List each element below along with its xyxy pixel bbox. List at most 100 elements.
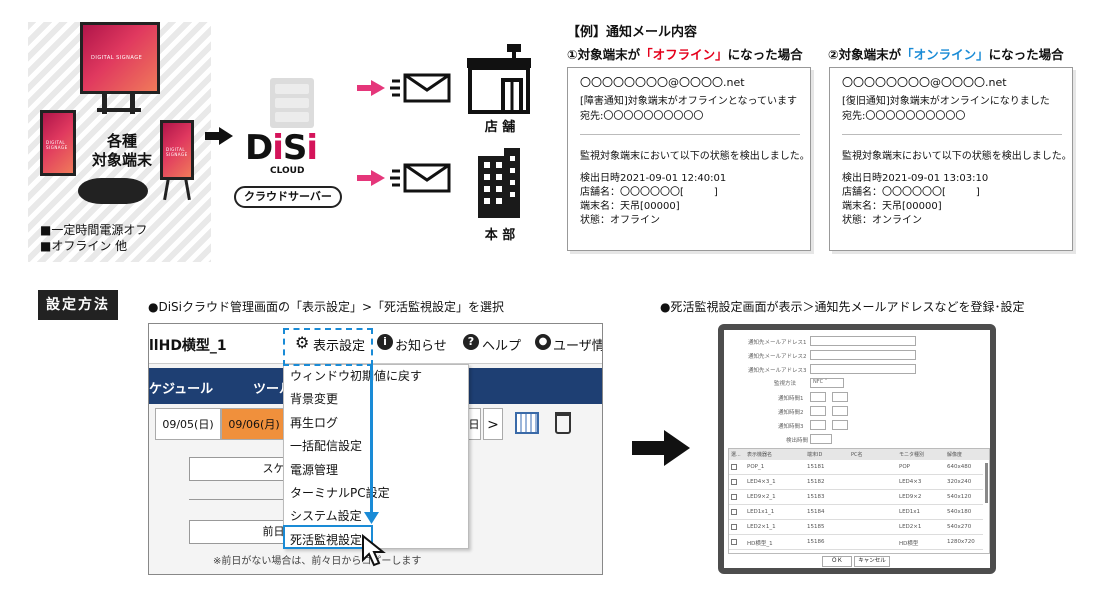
menu-display-settings[interactable]: 表示設定	[313, 339, 366, 354]
monitor-method-select[interactable]: NFC ˅	[810, 378, 844, 388]
notify-time-2-hour[interactable]	[810, 406, 826, 416]
copy-footnote: ※前日がない場合は、前々日からコピーします	[213, 556, 422, 567]
mail-body-status: 状態：オフライン	[580, 215, 660, 226]
row-checkbox[interactable]	[731, 509, 737, 515]
guide-line	[370, 366, 373, 516]
table-cell: 15185	[807, 524, 825, 530]
mail-to: 宛先:〇〇〇〇〇〇〇〇〇〇	[842, 111, 966, 122]
mail-body-status: 状態：オンライン	[842, 215, 922, 226]
ok-button[interactable]: ＯＫ	[822, 556, 852, 567]
step2-caption: ●死活監視設定画面が表示＞通知先メールアドレスなどを登録･設定	[660, 300, 1025, 314]
row-checkbox[interactable]	[731, 494, 737, 500]
menu-item-reset-window[interactable]: ウィンドウ初期値に戻す	[290, 369, 423, 383]
form-label: 通知時間3	[778, 424, 804, 430]
display-settings-menu: ウィンドウ初期値に戻す 背景変更 再生ログ 一括配信設定 電源管理 ターミナルP…	[283, 364, 469, 549]
send-arrow-icon	[357, 170, 385, 186]
notify-time-2-min[interactable]	[832, 406, 848, 416]
screen-title: llHD横型_1	[149, 338, 227, 354]
mail-to: 宛先:〇〇〇〇〇〇〇〇〇〇	[580, 111, 704, 122]
detect-time-select[interactable]	[810, 434, 832, 444]
menu-item-power[interactable]: 電源管理	[290, 462, 339, 477]
info-icon[interactable]: i	[377, 334, 393, 350]
arrow-right-icon	[632, 430, 690, 466]
cloud-server-pill: クラウドサーバー	[234, 186, 342, 208]
trash-icon[interactable]	[555, 412, 571, 434]
trigger-note-2: ■オフライン 他	[40, 239, 128, 253]
form-label: 監視方法	[774, 381, 797, 387]
menu-item-playlog[interactable]: 再生ログ	[290, 415, 339, 430]
server-icon	[270, 78, 314, 128]
nav-tools[interactable]: ツール	[253, 382, 293, 397]
next-date-button[interactable]: >	[483, 408, 503, 440]
calendar-icon[interactable]	[515, 412, 539, 434]
trigger-note-1: ■一定時間電源オフ	[40, 223, 148, 237]
menu-item-health-monitor[interactable]: 死活監視設定	[290, 532, 363, 547]
health-monitor-screen: 通知先メールアドレス1 通知先メールアドレス2 通知先メールアドレス3 監視方法…	[718, 324, 996, 574]
notify-time-3-hour[interactable]	[810, 420, 826, 430]
notify-time-1-hour[interactable]	[810, 392, 826, 402]
signage-screen-large: DIGITAL SIGNAGE	[80, 22, 160, 94]
signage-screen-portrait: DIGITAL SIGNAGE	[40, 110, 76, 176]
admin-screen: llHD横型_1 ⚙ 表示設定 i お知らせ ? ヘルプ ● ユーザ情報 ケジュ…	[148, 323, 603, 575]
notify-email-2-input[interactable]	[810, 350, 916, 360]
disi-logo: DiSi	[245, 128, 318, 168]
guide-arrow-icon	[364, 512, 379, 524]
cursor-icon	[362, 534, 386, 567]
tab-date-0905[interactable]: 09/05(日)	[155, 408, 221, 440]
notify-email-3-input[interactable]	[810, 364, 916, 374]
row-checkbox[interactable]	[731, 539, 737, 545]
form-label: 通知時間1	[778, 396, 804, 402]
table-header: 選... 表示機器名 端末ID PC名 モニタ種別 解像度	[729, 449, 989, 460]
row-checkbox[interactable]	[731, 524, 737, 530]
nav-schedule[interactable]: ケジュール	[149, 382, 214, 397]
table-cell: 640x480	[947, 464, 972, 470]
highlight-display-settings	[283, 328, 373, 366]
cancel-button[interactable]: キャンセル	[854, 556, 890, 567]
mail-body-time: 検出日時2021-09-01 12:40:01	[580, 173, 727, 184]
office-building-icon	[478, 148, 520, 218]
menu-notice[interactable]: お知らせ	[395, 339, 447, 354]
step1-caption: ●DiSiクラウド管理画面の「表示設定」>「死活監視設定」を選択	[148, 300, 505, 314]
menu-item-terminal-pc[interactable]: ターミナルPC設定	[290, 485, 390, 500]
scrollbar[interactable]	[985, 463, 988, 503]
mail-from: 〇〇〇〇〇〇〇〇@〇〇〇〇.net	[580, 76, 745, 89]
notify-time-1-min[interactable]	[832, 392, 848, 402]
table-cell: POP_1	[747, 464, 765, 470]
form-label: 検出時間	[786, 438, 809, 444]
table-cell: 15182	[807, 479, 825, 485]
table-cell: 15181	[807, 464, 825, 470]
device-label-1: 各種	[106, 132, 137, 150]
device-label-2: 対象端末	[91, 151, 152, 169]
gear-icon[interactable]: ⚙	[295, 333, 310, 352]
table-cell: LED2×1	[899, 524, 922, 530]
menu-item-background[interactable]: 背景変更	[290, 392, 339, 407]
tab-date-0906[interactable]: 09/06(月)	[221, 408, 287, 440]
user-icon[interactable]: ●	[535, 334, 551, 350]
row-checkbox[interactable]	[731, 464, 737, 470]
tab-date-right[interactable]: 日	[467, 408, 481, 440]
signage-screen-stand: DIGITAL SIGNAGE	[160, 120, 194, 180]
table-cell: HD横型	[899, 541, 919, 547]
menu-user[interactable]: ユーザ情報	[553, 339, 602, 354]
menu-help[interactable]: ヘルプ	[482, 339, 522, 354]
mail-body-intro: 監視対象端末において以下の状態を検出しました。	[580, 151, 810, 162]
notify-email-1-input[interactable]	[810, 336, 916, 346]
menu-item-bulk-distribution[interactable]: 一括配信設定	[290, 439, 363, 454]
table-cell: LED2×1_1	[747, 524, 776, 530]
form-label: 通知先メールアドレス3	[748, 368, 807, 374]
row-checkbox[interactable]	[731, 479, 737, 485]
settop-box	[78, 178, 148, 204]
mail-body-terminal: 端末名：天吊[00000]	[842, 201, 942, 212]
mail-body-store: 店舗名：〇〇〇〇〇〇[ ]	[580, 187, 718, 198]
mail-divider	[580, 134, 800, 135]
table-row[interactable]: LED1×4_115187LED1×480x320	[729, 550, 983, 553]
menu-item-system[interactable]: システム設定	[290, 509, 362, 524]
help-icon[interactable]: ?	[463, 334, 479, 350]
notify-time-3-min[interactable]	[832, 420, 848, 430]
